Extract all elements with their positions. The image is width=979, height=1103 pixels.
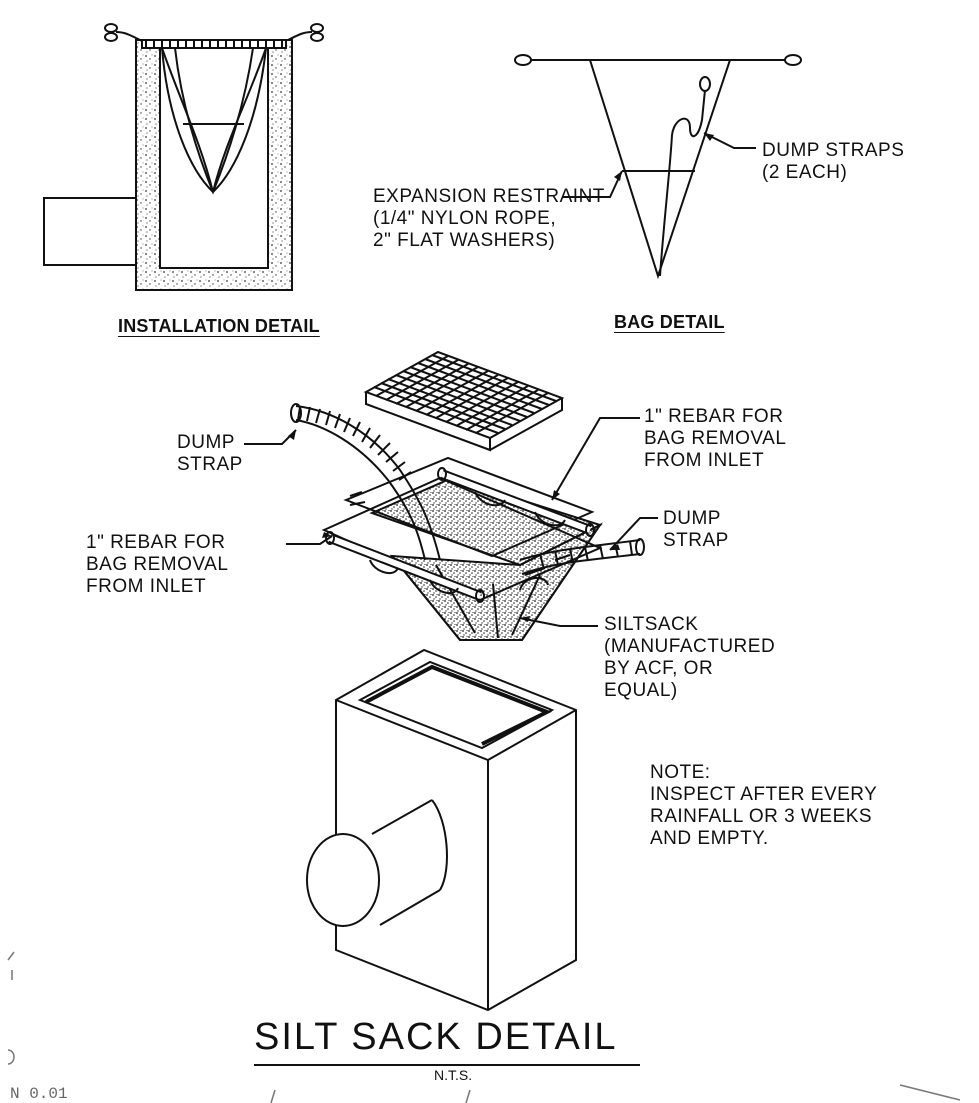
leaders [244, 417, 658, 627]
dump-strap-right [519, 538, 645, 575]
scale-note: N.T.S. [434, 1067, 473, 1083]
arrowheads [288, 133, 714, 622]
inlet-box [306, 648, 577, 1012]
installation-detail-title: INSTALLATION DETAIL [118, 316, 320, 336]
installation-detail-drawing [43, 23, 324, 291]
scan-marks [7, 951, 961, 1103]
grate [363, 350, 565, 452]
main-title-underline [254, 1064, 640, 1066]
bag-detail-title: BAG DETAIL [614, 312, 725, 332]
scan-text-fragment: N 0.01 [10, 1085, 68, 1103]
main-title: SILT SACK DETAIL [254, 1016, 618, 1058]
svg-text:N 0.01: N 0.01 [10, 1085, 68, 1103]
dump-straps-label: DUMP STRAPS(2 EACH) [762, 140, 905, 183]
rebar-frame [321, 456, 603, 603]
dump-strap-left [290, 403, 441, 561]
bag-detail-drawing [514, 54, 802, 280]
expansion-restraint-label: EXPANSION RESTRAINT(1/4" NYLON ROPE,2" F… [373, 186, 605, 251]
assembly-drawing [244, 350, 658, 1012]
